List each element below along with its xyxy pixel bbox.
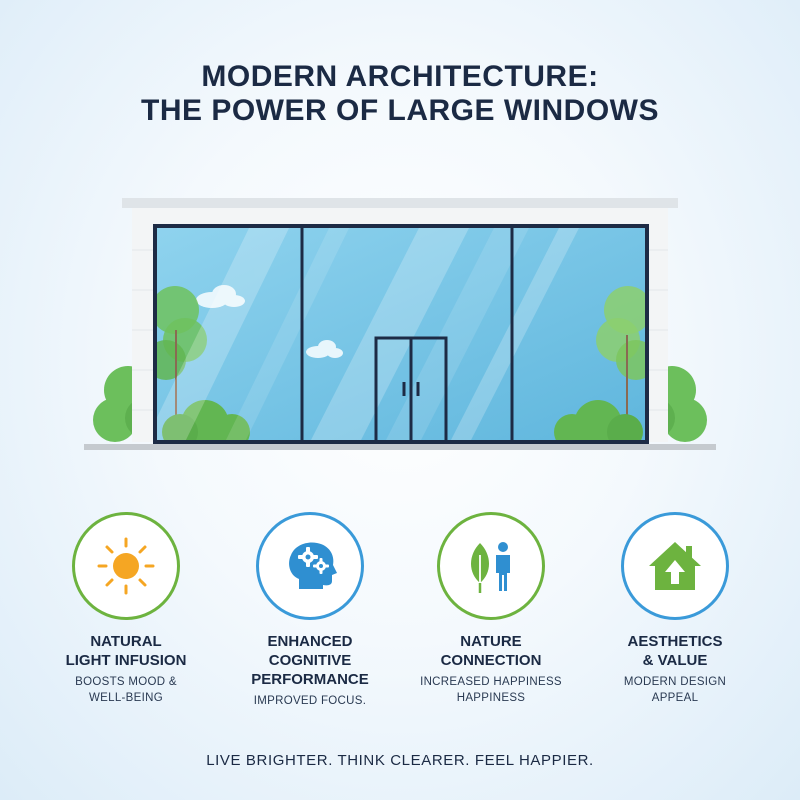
page-title: MODERN ARCHITECTURE: THE POWER OF LARGE … [0,60,800,128]
leaf-person-icon [471,542,510,593]
building-roof [122,198,678,208]
feature-description: MODERN DESIGN APPEAL [623,676,727,704]
sun-icon [97,537,155,595]
brain-gears-icon [289,542,337,589]
feature-icon-circle [72,512,180,620]
feature-heading: ENHANCED COGNITIVE PERFORMANCE [251,633,369,688]
door [374,336,448,444]
feature-cognitive-performance: ENHANCED COGNITIVE PERFORMANCE IMPROVED … [215,512,405,709]
feature-aesthetics-value: AESTHETICS & VALUE MODERN DESIGN APPEAL [580,512,770,706]
feature-heading: NATURAL LIGHT INFUSION [65,633,187,669]
feature-heading: NATURE CONNECTION [440,633,542,669]
ground-line [84,444,716,450]
title-line-2: THE POWER OF LARGE WINDOWS [141,94,659,127]
feature-icon-circle [437,512,545,620]
tagline: LIVE BRIGHTER. THINK CLEARER. FEEL HAPPI… [206,752,594,769]
title-line-1: MODERN ARCHITECTURE: [201,60,599,93]
feature-description: IMPROVED FOCUS. [253,695,367,707]
feature-natural-light: NATURAL LIGHT INFUSION BOOSTS MOOD & WEL… [31,512,221,706]
feature-heading: AESTHETICS & VALUE [627,633,723,669]
feature-nature-connection: NATURE CONNECTION INCREASED HAPPINESS HA… [396,512,586,706]
feature-icon-circle [621,512,729,620]
large-window [153,224,649,444]
house-arrow-icon [649,542,701,590]
feature-description: BOOSTS MOOD & WELL-BEING [75,676,177,704]
building-illustration [84,198,716,450]
feature-icon-circle [256,512,364,620]
cloud-icon [196,285,343,358]
feature-description: INCREASED HAPPINESS HAPPINESS [420,676,562,704]
